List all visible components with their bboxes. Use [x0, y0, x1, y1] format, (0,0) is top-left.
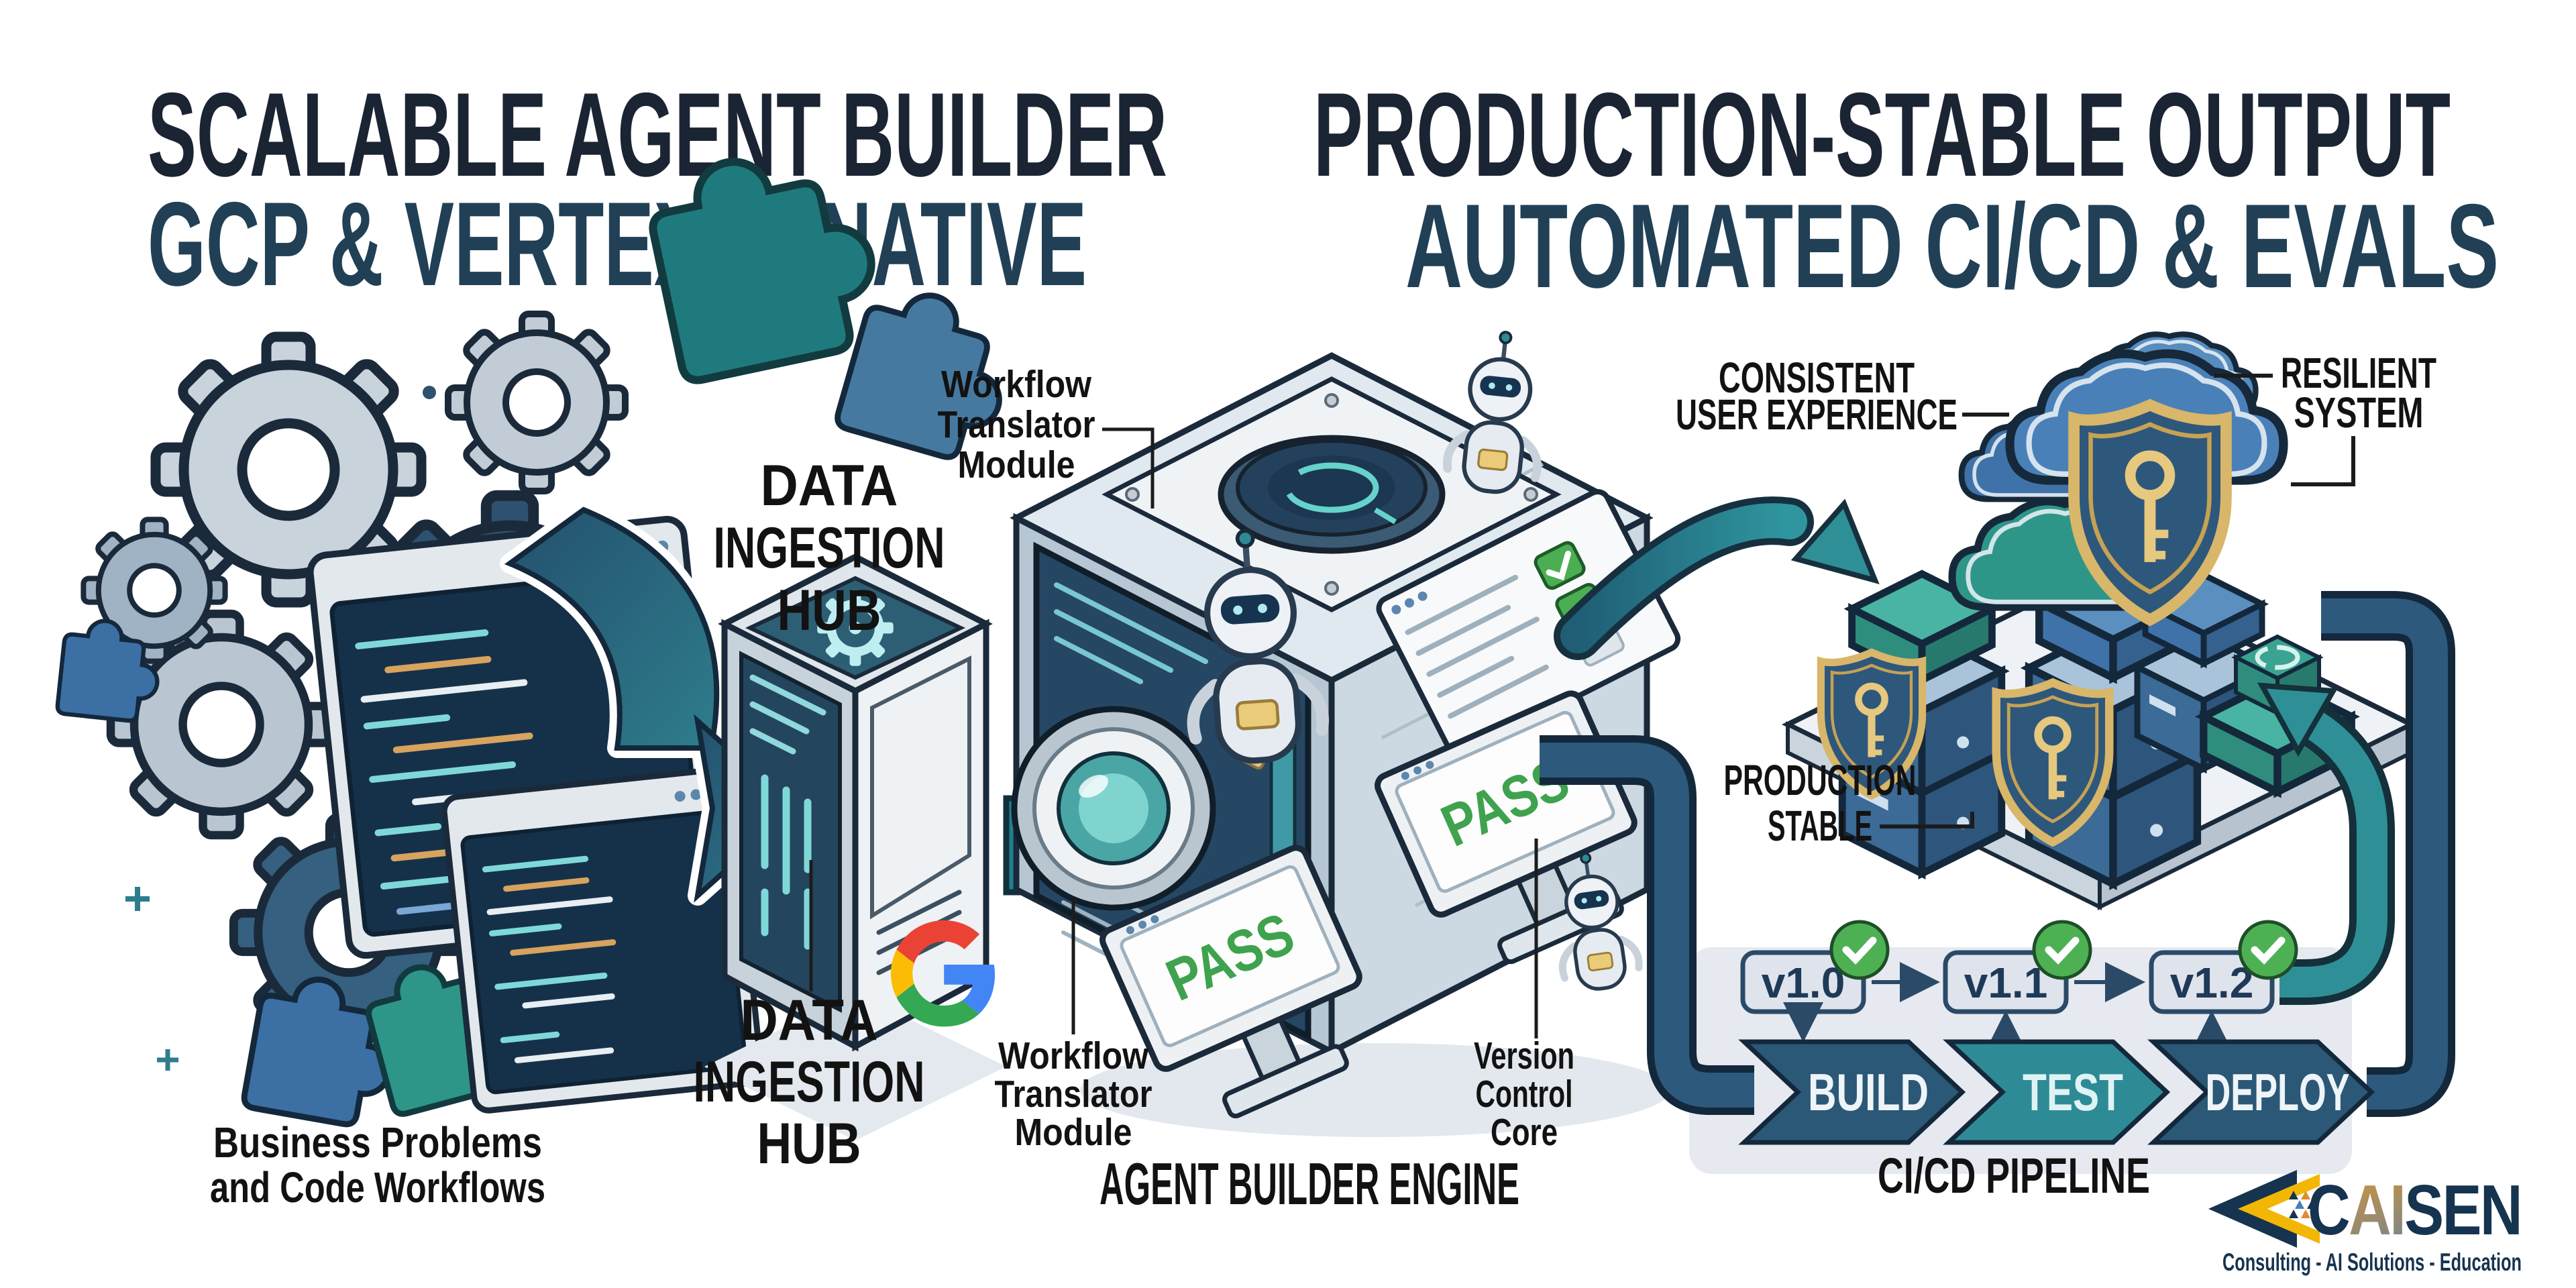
- consistent-ux-label: CONSISTENT USER EXPERIENCE: [1676, 354, 1957, 439]
- headline-left-line1: SCALABLE AGENT BUILDER: [148, 68, 1167, 201]
- rs-line2: SYSTEM: [2294, 388, 2424, 437]
- version-v12: v1.2: [2149, 920, 2298, 1014]
- hub-top-line1: DATA: [761, 453, 898, 518]
- dot-decoration: [423, 386, 436, 399]
- data-ingestion-hub-bottom-label: DATA INGESTION HUB: [694, 988, 925, 1176]
- loop-arrowhead: [2257, 682, 2338, 757]
- workflow-translator-bottom-label: Workflow Translator Module: [995, 1034, 1152, 1154]
- wt-bottom-line1: Workflow: [998, 1034, 1149, 1077]
- version-loop-pipe: [2257, 682, 2395, 1005]
- lens-icon: [1011, 706, 1216, 911]
- data-ingestion-hub-top-label: DATA INGESTION HUB: [714, 453, 945, 643]
- logo-suffix: SEN: [2404, 1171, 2521, 1250]
- logo-prefix: C: [2308, 1171, 2349, 1250]
- version-v10: v1.0: [1740, 920, 1890, 1014]
- rs-line1: RESILIENT: [2281, 349, 2436, 397]
- vcc-line2: Control: [1476, 1073, 1573, 1116]
- wt-bottom-line3: Module: [1015, 1111, 1132, 1154]
- stage-build: BUILD: [1738, 1039, 1966, 1145]
- hub-bottom-line3: HUB: [757, 1112, 861, 1176]
- resilient-system-label: RESILIENT SYSTEM: [2281, 349, 2436, 437]
- wt-top-line3: Module: [958, 443, 1075, 486]
- business-problems-label: Business Problems and Code Workflows: [210, 1118, 545, 1212]
- plus-decoration: [157, 1049, 178, 1071]
- logo-ai: AI: [2349, 1171, 2404, 1250]
- vcc-line1: Version: [1474, 1034, 1574, 1077]
- plus-decoration: [125, 887, 150, 911]
- label-connector: [2291, 436, 2355, 486]
- vcc-line3: Core: [1491, 1111, 1558, 1154]
- headline-right-line1: PRODUCTION-STABLE OUTPUT: [1313, 68, 2451, 201]
- label-connector: [1102, 427, 1155, 508]
- dial-icon: [1218, 435, 1446, 554]
- cicd-pipeline-label: CI/CD PIPELINE: [1878, 1148, 2150, 1203]
- ps-line1: PRODUCTION: [1724, 756, 1917, 804]
- production-stable-label: PRODUCTION STABLE: [1724, 756, 1917, 850]
- stage-text: BUILD: [1808, 1063, 1929, 1122]
- version-text: v1.1: [1964, 959, 2048, 1007]
- business-problems-illustration: [57, 138, 1023, 1130]
- pass-monitor-icon: PASS: [1099, 845, 1362, 1119]
- ps-line2: STABLE: [1768, 802, 1872, 850]
- headline-right: PRODUCTION-STABLE OUTPUT AUTOMATED CI/CD…: [1313, 68, 2499, 313]
- stage-test: TEST: [1943, 1039, 2171, 1145]
- engine-shadow: [1080, 1043, 1670, 1137]
- tower-side-panel: [870, 655, 971, 920]
- business-problems-line2: and Code Workflows: [210, 1163, 545, 1212]
- cux-line1: CONSISTENT: [1719, 354, 1915, 402]
- agent-builder-engine-illustration: PASS PASS: [1010, 327, 1681, 1137]
- hub-bottom-line2: INGESTION: [694, 1050, 925, 1114]
- engine-to-cloud-arrow: [1554, 496, 1880, 660]
- logo-mosaic: [2289, 1191, 2316, 1218]
- headline-left-line2: GCP & VERTEX AI NATIVE: [148, 177, 1087, 311]
- version-control-core-label: Version Control Core: [1474, 1034, 1574, 1154]
- stage-deploy: DEPLOY: [2147, 1039, 2375, 1145]
- headline-left: SCALABLE AGENT BUILDER GCP & VERTEX AI N…: [148, 68, 1167, 311]
- wt-top-line2: Translator: [938, 403, 1095, 446]
- hub-top-line3: HUB: [777, 578, 881, 643]
- hub-bottom-line1: DATA: [741, 988, 878, 1053]
- logo-wordmark: CAISEN: [2308, 1171, 2521, 1250]
- hub-top-line2: INGESTION: [714, 516, 945, 580]
- tower-shadow: [704, 993, 1006, 1140]
- agent-builder-engine-label: AGENT BUILDER ENGINE: [1099, 1150, 1519, 1217]
- deploy-return-pipe: [2321, 591, 2455, 1117]
- caisen-logo: CAISEN Consulting - AI Solutions - Educa…: [2208, 1170, 2523, 1276]
- headline-right-line2: AUTOMATED CI/CD & EVALS: [1405, 179, 2499, 313]
- tower-code-lines: [749, 674, 826, 755]
- logo-tagline: Consulting - AI Solutions - Education: [2222, 1248, 2522, 1276]
- business-problems-line1: Business Problems: [213, 1118, 542, 1167]
- stage-text: TEST: [2023, 1063, 2123, 1122]
- version-text: v1.2: [2170, 959, 2254, 1007]
- engine-to-build-pipe: [1540, 735, 1754, 1115]
- google-g-icon: [891, 920, 996, 1027]
- cux-line2: USER EXPERIENCE: [1676, 390, 1957, 439]
- stage-text: DEPLOY: [2206, 1063, 2350, 1122]
- wt-top-line1: Workflow: [941, 363, 1092, 406]
- version-text: v1.0: [1762, 959, 1845, 1007]
- gear-icon: [448, 314, 625, 491]
- version-v11: v1.1: [1943, 920, 2092, 1014]
- workflow-translator-top-label: Workflow Translator Module: [938, 363, 1095, 486]
- wt-bottom-line2: Translator: [995, 1073, 1152, 1116]
- code-window-icon: [441, 766, 765, 1114]
- label-connector: [1880, 812, 1974, 828]
- tower-led-bars: [761, 774, 812, 950]
